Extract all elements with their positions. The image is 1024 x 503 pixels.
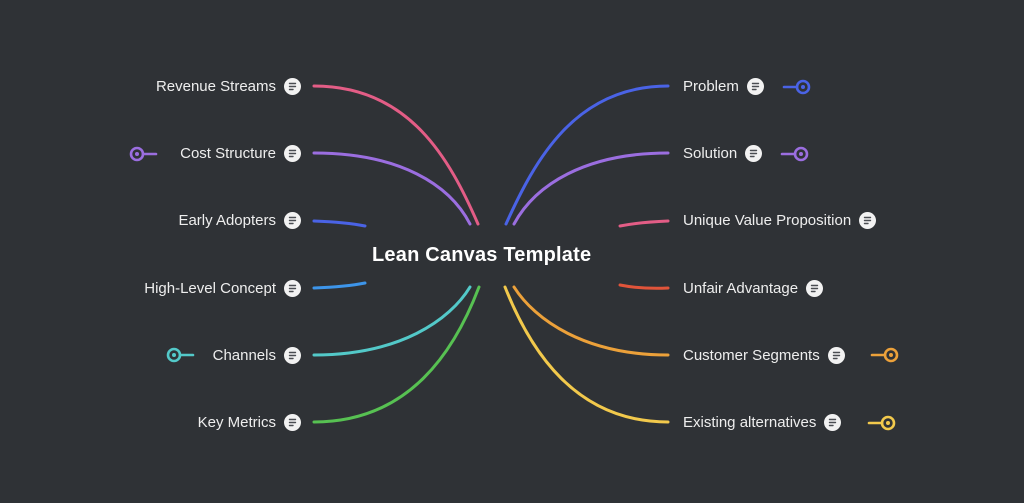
topic-label: Unfair Advantage — [683, 279, 799, 297]
note-icon[interactable] — [859, 211, 877, 229]
branch-revenue-streams — [312, 84, 480, 226]
branch-customer-segments — [512, 285, 670, 357]
branch-early-adopters — [312, 219, 367, 228]
solution-target-icon[interactable] — [780, 145, 810, 163]
note-icon[interactable] — [745, 144, 763, 162]
branch-cost-structure — [312, 151, 472, 226]
topic-label: Key Metrics — [197, 413, 276, 431]
note-icon[interactable] — [284, 346, 301, 364]
topic-label: Revenue Streams — [155, 77, 276, 95]
topic-existing-alternatives[interactable]: Existing alternatives — [683, 411, 842, 433]
central-topic[interactable]: Lean Canvas Template — [372, 244, 592, 266]
topic-label: Problem — [683, 77, 739, 95]
note-icon[interactable] — [284, 144, 301, 162]
branch-problem — [504, 84, 670, 226]
branch-channels — [312, 285, 472, 357]
branch-unfair-advantage — [618, 283, 670, 290]
topic-label: Existing alternatives — [683, 413, 817, 431]
topic-customer-segments[interactable]: Customer Segments — [683, 344, 845, 366]
topic-label: Channels — [212, 346, 276, 364]
topic-label: Customer Segments — [683, 346, 820, 364]
topic-label: Solution — [683, 144, 738, 162]
topic-channels[interactable]: Channels — [213, 344, 301, 366]
cost-structure-target-icon[interactable] — [128, 145, 158, 163]
channels-target-icon[interactable] — [165, 346, 195, 364]
note-icon[interactable] — [284, 77, 301, 95]
problem-target-icon[interactable] — [782, 78, 812, 96]
note-icon[interactable] — [806, 279, 824, 297]
note-icon[interactable] — [827, 346, 845, 364]
branch-key-metrics — [312, 285, 481, 424]
existing-alternatives-target-icon[interactable] — [867, 414, 897, 432]
topic-unique-value-proposition[interactable]: Unique Value Proposition — [683, 209, 877, 231]
topic-high-level-concept[interactable]: High-Level Concept — [144, 277, 301, 299]
topic-revenue-streams[interactable]: Revenue Streams — [156, 75, 301, 97]
note-icon[interactable] — [284, 211, 301, 229]
note-icon[interactable] — [746, 77, 764, 95]
note-icon[interactable] — [824, 413, 842, 431]
topic-unfair-advantage[interactable]: Unfair Advantage — [683, 277, 824, 299]
topic-cost-structure[interactable]: Cost Structure — [180, 142, 301, 164]
topic-label: High-Level Concept — [144, 279, 276, 297]
branch-solution — [512, 151, 670, 226]
topic-solution[interactable]: Solution — [683, 142, 763, 164]
topic-label: Early Adopters — [178, 211, 276, 229]
branch-existing-alternatives — [503, 285, 670, 424]
note-icon[interactable] — [284, 279, 301, 297]
customer-segments-target-icon[interactable] — [870, 346, 900, 364]
topic-early-adopters[interactable]: Early Adopters — [178, 209, 301, 231]
topic-label: Unique Value Proposition — [683, 211, 852, 229]
topic-key-metrics[interactable]: Key Metrics — [198, 411, 301, 433]
topic-label: Cost Structure — [180, 144, 276, 162]
topic-problem[interactable]: Problem — [683, 75, 764, 97]
note-icon[interactable] — [284, 413, 301, 431]
branch-high-level-concept — [312, 281, 367, 290]
branch-unique-value-proposition — [618, 219, 670, 228]
